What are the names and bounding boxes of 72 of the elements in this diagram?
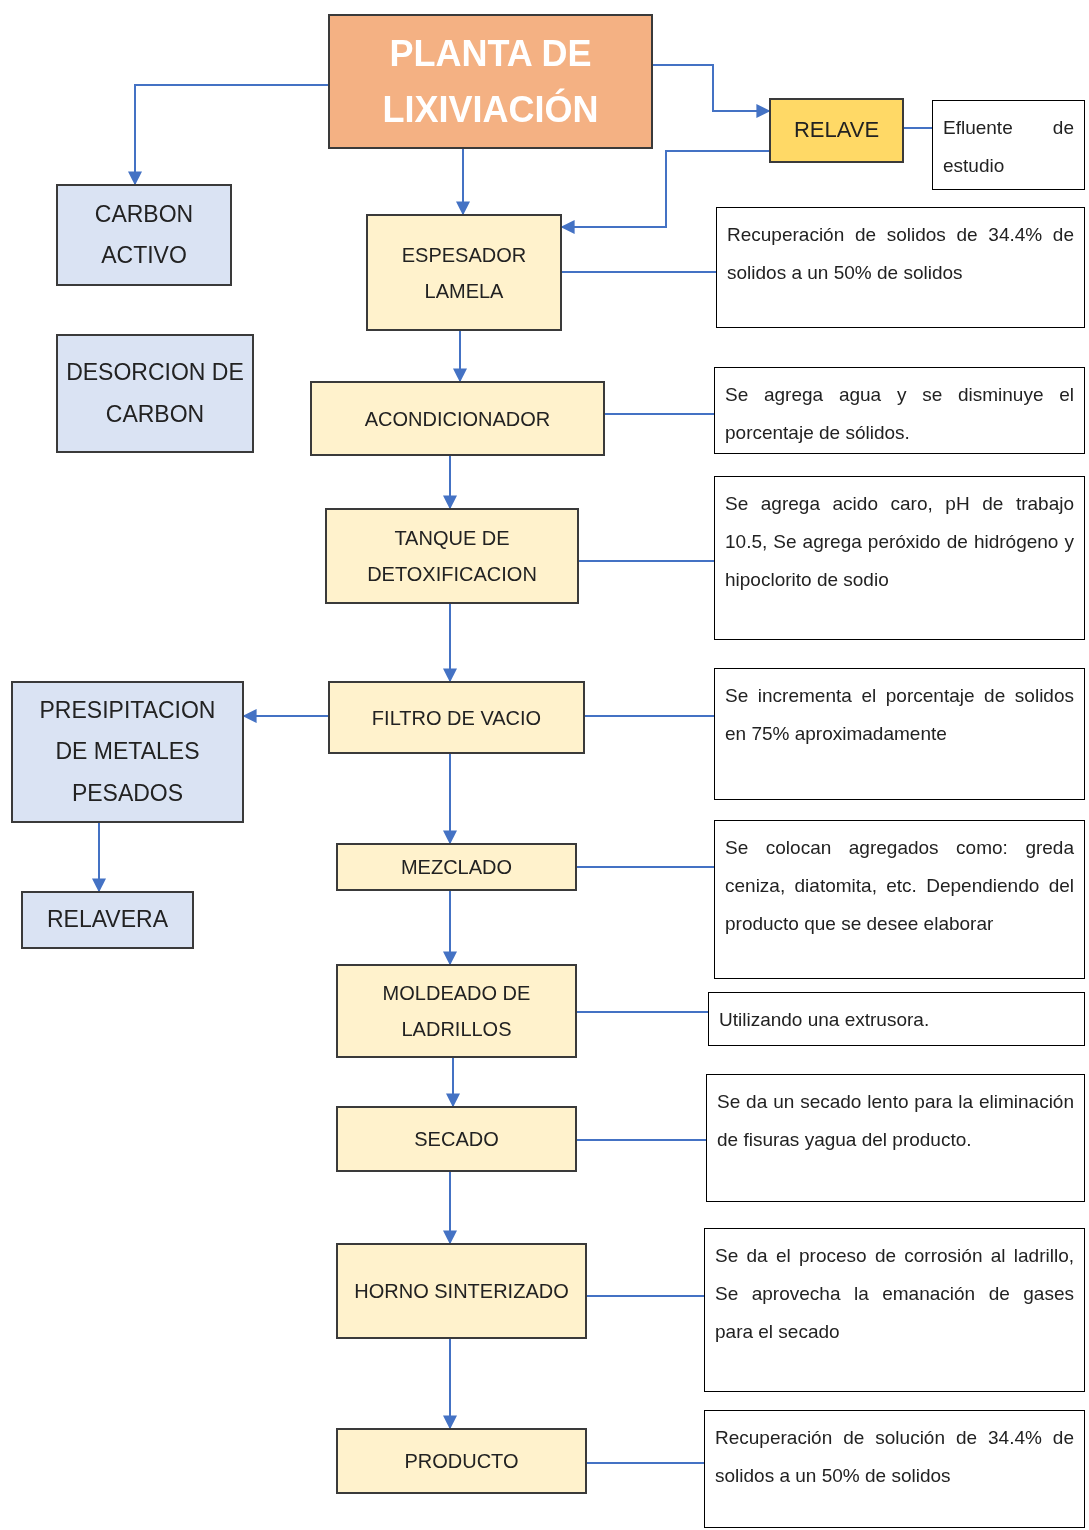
box-text: HORNO SINTERIZADO <box>353 1279 570 1304</box>
note-box <box>716 207 1085 328</box>
connector-line <box>576 1011 709 1013</box>
box-text: MOLDEADO DE LADRILLOS <box>381 981 532 1042</box>
process-box <box>336 843 577 891</box>
arrow <box>446 1057 460 1108</box>
arrow <box>652 64 771 118</box>
arrow <box>443 1171 457 1245</box>
box-text: PLANTA DE LIXIVIACIÓN <box>381 31 600 132</box>
process-box <box>366 214 562 331</box>
box-text: ACONDICIONADOR <box>363 406 552 432</box>
box-text: RELAVE <box>792 116 881 145</box>
box-text: MEZCLADO <box>399 855 514 880</box>
connector-line <box>586 1462 705 1464</box>
connector-line <box>604 413 715 415</box>
arrow <box>128 84 329 186</box>
note-box <box>714 820 1085 979</box>
connector-line <box>578 560 715 562</box>
note-box <box>714 367 1085 454</box>
process-box <box>769 98 904 163</box>
box-text: Recuperación de solidos de 34.4% de solidos a un 50% de solidos <box>727 223 1074 285</box>
box-text: Se da el proceso de corrosión al ladrillo, Se aprovecha la emanación de gases para el secado <box>715 1244 1074 1344</box>
box-text: Se colocan agregados como: greda ceniza, diatomita, etc. Dependiendo del producto que se desee elaborar <box>725 836 1074 936</box>
note-box <box>932 100 1085 190</box>
process-box <box>328 681 585 754</box>
connector-line <box>576 866 715 868</box>
title-box <box>328 14 653 149</box>
box-text: PRODUCTO <box>403 1449 520 1474</box>
arrow <box>456 148 470 216</box>
connector-line <box>576 1139 707 1141</box>
box-text: Efluente de estudio <box>943 116 1074 178</box>
note-box <box>708 992 1085 1046</box>
connector-line <box>561 271 717 273</box>
connector-line <box>586 1295 705 1297</box>
side-process-box <box>56 334 254 453</box>
process-box <box>336 964 577 1058</box>
process-box <box>310 381 605 456</box>
box-text: PRESIPITACION DE METALES PESADOS <box>38 695 217 808</box>
process-box <box>336 1243 587 1339</box>
box-text: SECADO <box>413 1127 500 1152</box>
box-text: Se da un secado lento para la eliminación de fisuras yagua del producto. <box>717 1090 1074 1152</box>
process-box <box>325 508 579 604</box>
box-text: Se agrega agua y se disminuye el porcentaje de sólidos. <box>725 383 1074 445</box>
box-text: Utilizando una extrusora. <box>719 1008 931 1032</box>
connector-line <box>584 715 715 717</box>
arrow <box>92 822 106 893</box>
box-text: CARBON ACTIVO <box>93 199 195 270</box>
connector-line <box>903 127 933 129</box>
arrow <box>443 455 457 510</box>
note-box <box>714 668 1085 800</box>
box-text: FILTRO DE VACIO <box>370 705 543 731</box>
box-text: ESPESADOR LAMELA <box>400 242 528 304</box>
box-text: Recuperación de solución de 34.4% de solidos a un 50% de solidos <box>715 1426 1074 1488</box>
side-process-box <box>56 184 232 286</box>
note-box <box>704 1410 1085 1528</box>
arrow <box>443 890 457 966</box>
process-box <box>336 1428 587 1494</box>
side-process-box <box>21 891 194 949</box>
box-text: Se incrementa el porcentaje de solidos en 75% aproximadamente <box>725 684 1074 746</box>
note-box <box>706 1074 1085 1202</box>
arrow <box>453 330 467 383</box>
box-text: RELAVERA <box>46 905 169 935</box>
side-process-box <box>11 681 244 823</box>
process-box <box>336 1106 577 1172</box>
arrow <box>443 603 457 683</box>
box-text: DESORCION DE CARBON <box>66 358 244 429</box>
arrow <box>443 1338 457 1430</box>
box-text: Se agrega acido caro, pH de trabajo 10.5, Se agrega peróxido de hidrógeno y hipoclorito de sodio <box>725 492 1074 592</box>
note-box <box>714 476 1085 640</box>
note-box <box>704 1228 1085 1392</box>
box-text: TANQUE DE DETOXIFICACION <box>366 526 538 587</box>
arrow <box>443 753 457 845</box>
